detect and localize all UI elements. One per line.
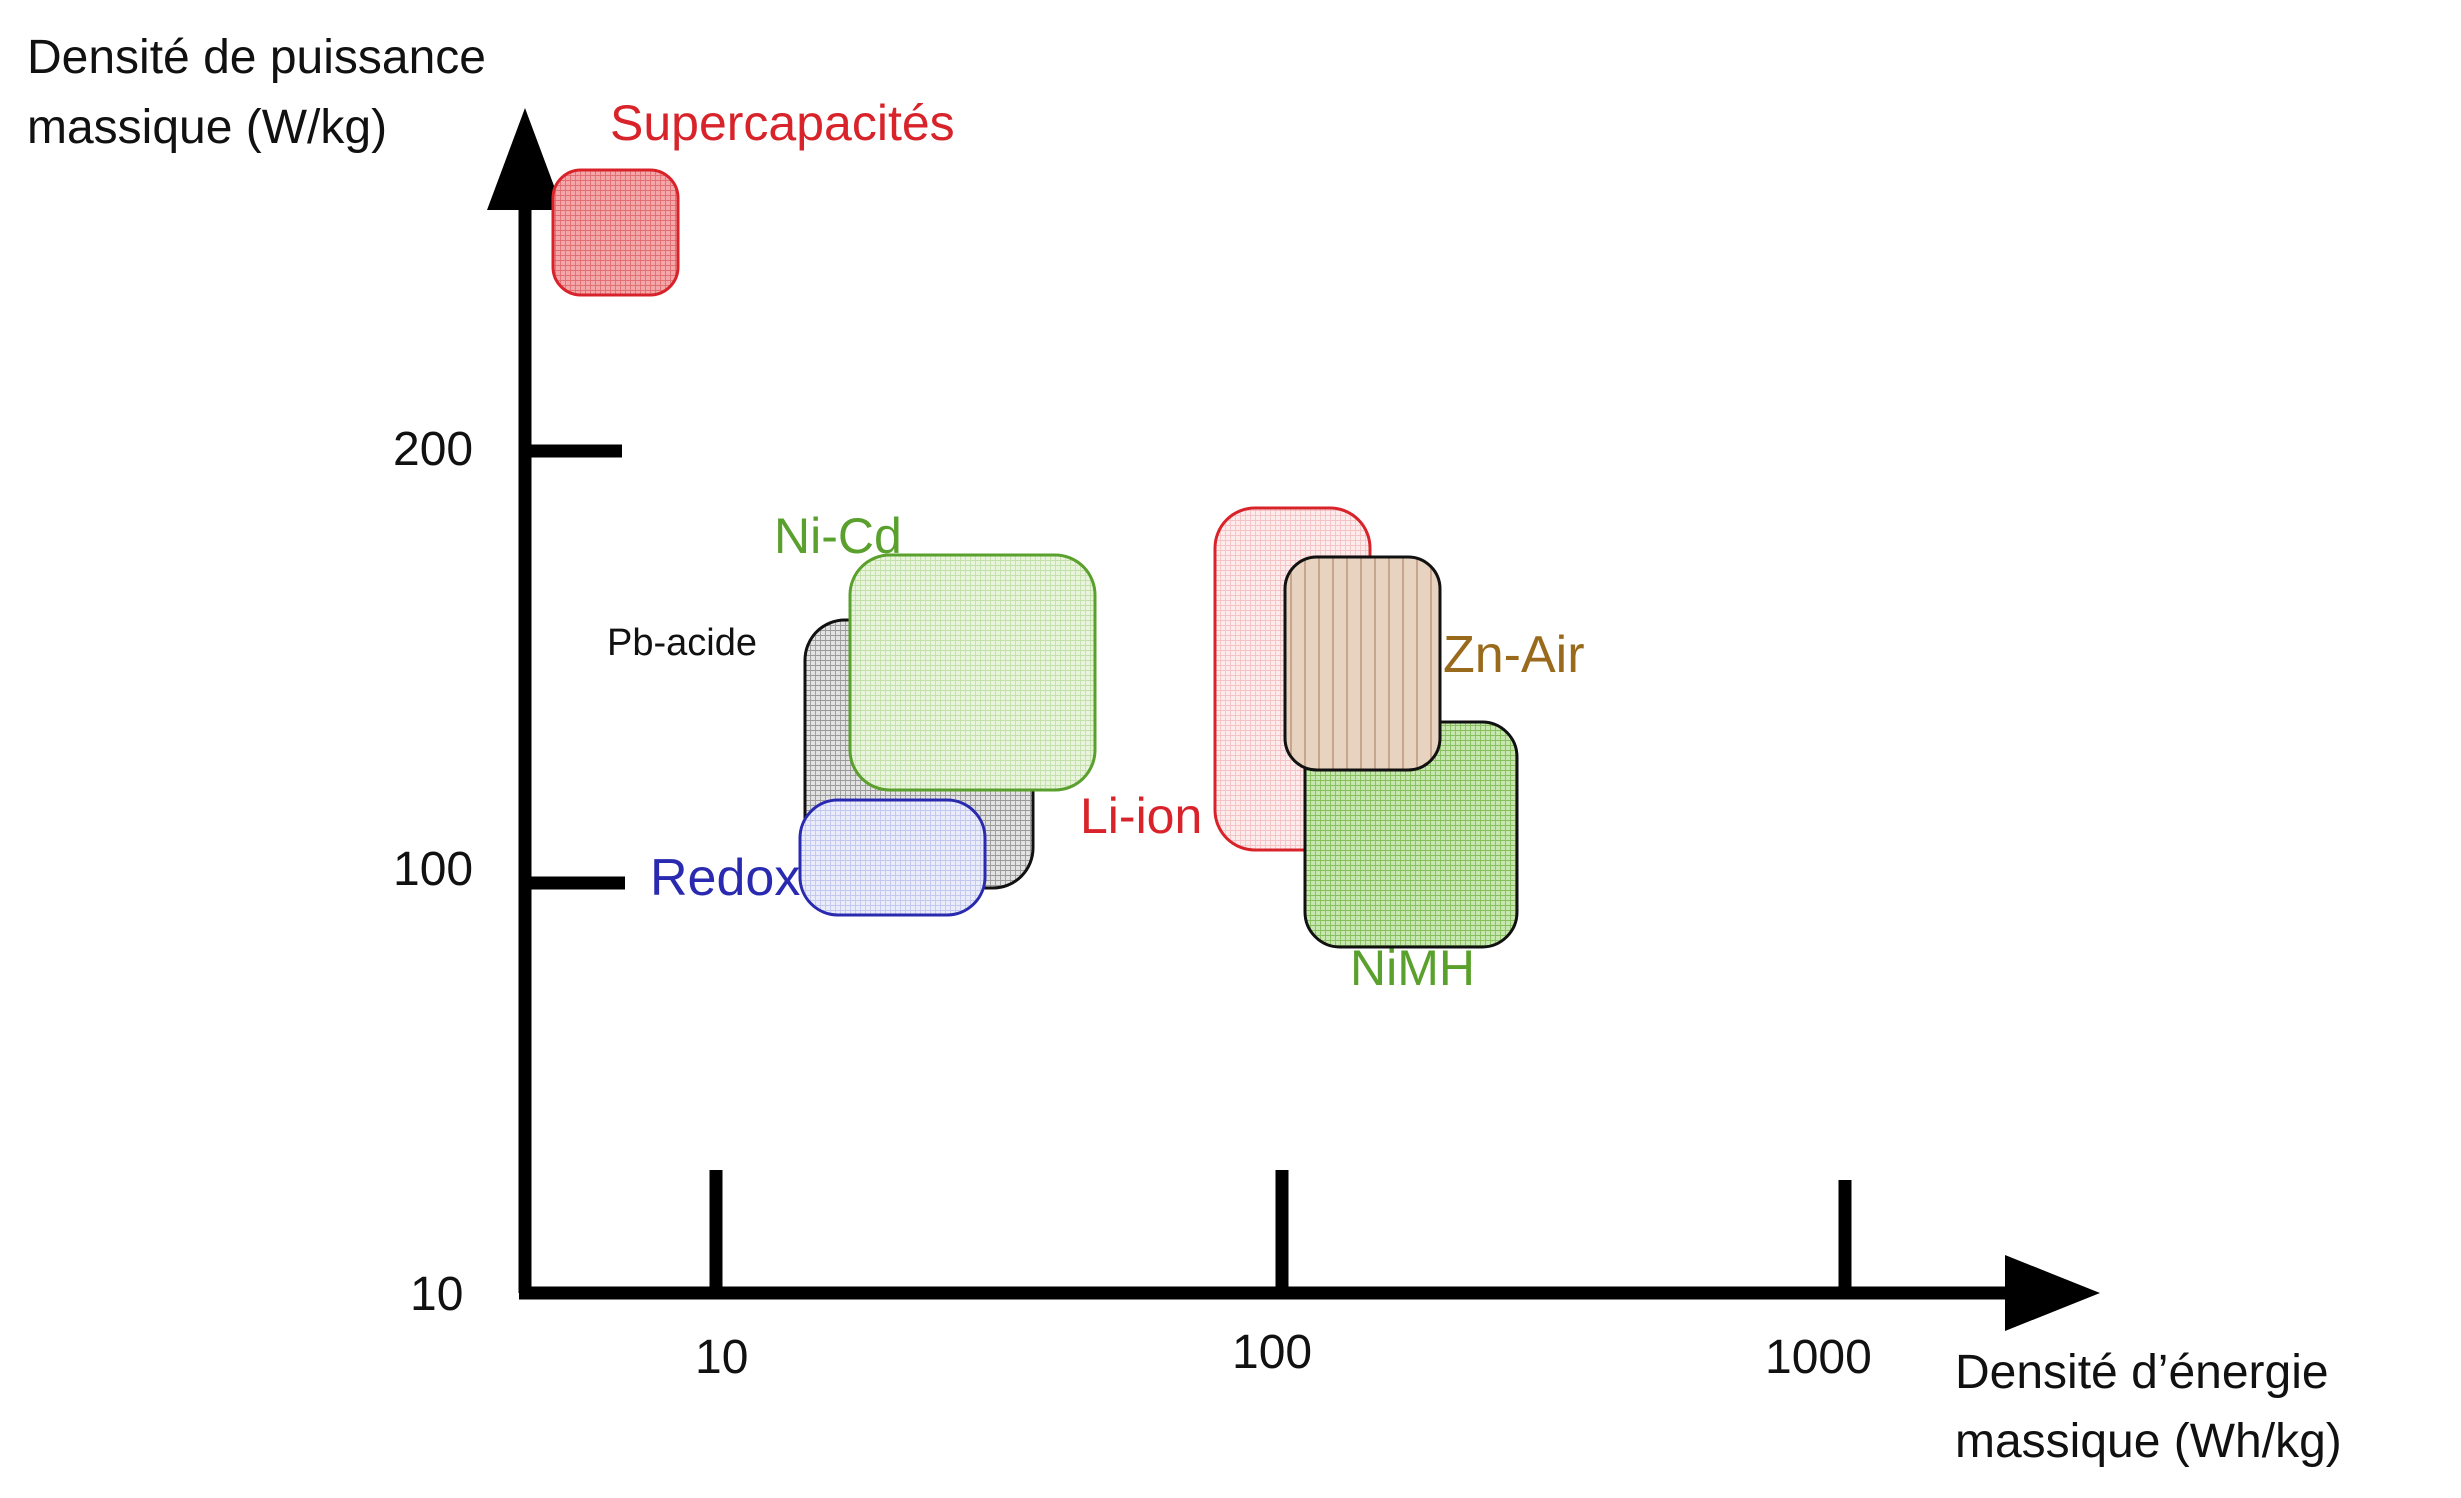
label-ni-cd: Ni-Cd	[774, 508, 902, 564]
x-axis-label: Densité d’énergie massique (Wh/kg)	[1955, 1346, 2342, 1468]
y-tick-label: 10	[410, 1268, 463, 1321]
y-axis-label-line-1: Densité de puissance	[27, 31, 486, 84]
x-tick-label: 1000	[1765, 1331, 1872, 1384]
y-axis-arrowhead	[487, 108, 563, 210]
x-tick-label: 10	[695, 1331, 748, 1384]
x-tick-labels: 10 100 1000	[695, 1326, 1872, 1384]
label-zn-air: Zn-Air	[1443, 626, 1585, 684]
region-zn-air	[1283, 555, 1442, 772]
x-axis-arrowhead	[2005, 1255, 2100, 1331]
label-li-ion: Li-ion	[1080, 788, 1202, 844]
y-tick-labels: 10 100 200	[393, 423, 473, 1321]
x-tick-label: 100	[1232, 1326, 1312, 1379]
label-nimh: NiMH	[1350, 940, 1475, 996]
region-ni-cd	[848, 553, 1097, 792]
region-supercapacites	[551, 168, 680, 297]
y-axis-label-line-2: massique (W/kg)	[27, 101, 387, 154]
axes	[487, 108, 2100, 1331]
label-redox: Redox	[650, 849, 800, 907]
y-tick-label: 200	[393, 423, 473, 476]
x-axis-label-line-1: Densité d’énergie	[1955, 1346, 2329, 1399]
y-tick-label: 100	[393, 843, 473, 896]
y-axis-label: Densité de puissance massique (W/kg)	[27, 31, 499, 154]
regions	[551, 168, 1519, 949]
x-axis-label-line-2: massique (Wh/kg)	[1955, 1415, 2342, 1468]
region-labels: Supercapacités Pb-acide Ni-Cd Redox Li-i…	[607, 95, 1585, 996]
label-pb-acide: Pb-acide	[607, 622, 757, 664]
region-redox	[798, 798, 987, 917]
label-supercapacites: Supercapacités	[610, 95, 955, 151]
